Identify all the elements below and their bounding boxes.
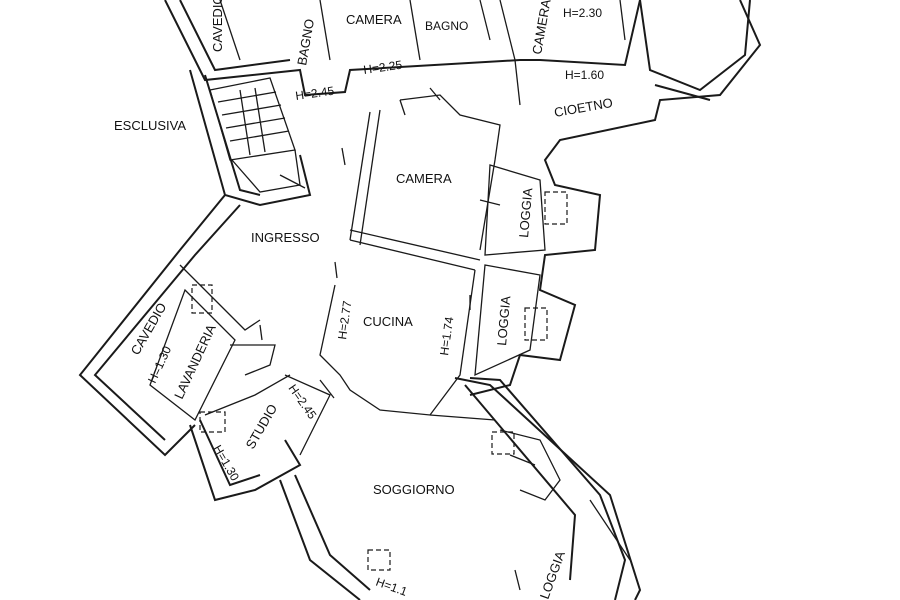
room-camera-mid: CAMERA [396,171,452,186]
interior-walls [149,0,631,561]
height-lavanderia: H=1.30 [145,344,174,386]
height-loggia-2: H=1.74 [437,315,456,356]
room-labels: CAVEDIO BAGNO CAMERA BAGNO CAMERA ESCLUS… [114,0,614,600]
room-loggia-2: LOGGIA [494,295,513,346]
room-soggiorno: SOGGIORNO [373,482,455,497]
door-openings [259,87,521,591]
room-camera-right: CAMERA [529,0,553,56]
room-cavedio-top: CAVEDIO [210,0,225,52]
dashed-fixtures [191,191,568,571]
outer-walls [78,0,762,600]
height-camera-right: H=2.30 [563,6,602,20]
room-camera-top: CAMERA [346,12,402,27]
staircase [209,77,306,193]
room-studio: STUDIO [243,401,281,451]
height-camera-top: H=2.25 [362,58,403,77]
height-labels: H=2.45 H=2.25 H=2.30 H=1.60 H=2.77 H=1.7… [145,6,604,599]
height-soggiorno: H=1.1 [374,575,409,599]
height-cioetno: H=1.60 [565,68,604,82]
room-cioetno: CIOETNO [553,95,614,120]
room-esclusiva: ESCLUSIVA [114,118,186,133]
room-lavanderia: LAVANDERIA [171,322,219,402]
room-ingresso: INGRESSO [251,230,320,245]
height-cucina: H=2.77 [335,299,354,340]
room-loggia-1: LOGGIA [516,187,535,238]
height-bagno-left: H=2.45 [294,84,335,103]
room-bagno-left: BAGNO [294,18,317,67]
room-cucina: CUCINA [363,314,413,329]
room-loggia-3: LOGGIA [537,549,568,600]
room-bagno-top: BAGNO [425,19,468,33]
